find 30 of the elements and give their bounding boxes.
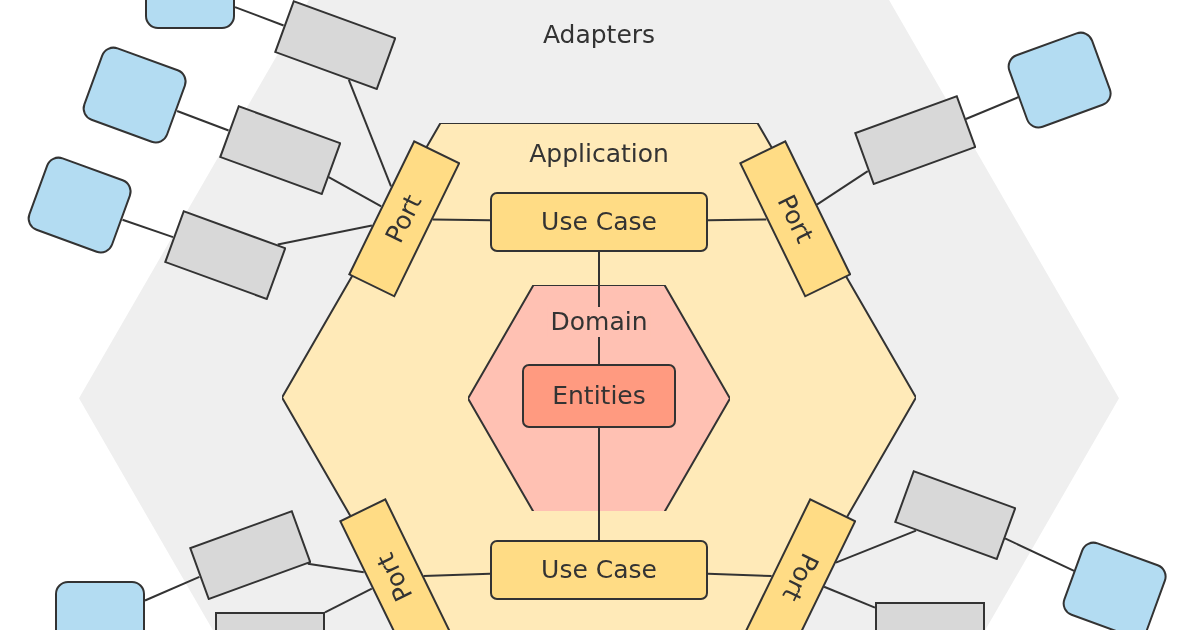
port-box: Port [738, 140, 852, 298]
connector-line [324, 587, 373, 614]
connector-line [823, 585, 876, 609]
use-case-box: Use Case [490, 192, 708, 252]
port-box: Port [338, 498, 452, 630]
connector-line [707, 218, 768, 222]
external-system-box [55, 581, 145, 630]
external-system-box [145, 0, 235, 29]
adapter-box [875, 602, 985, 630]
port-box: Port [347, 140, 461, 298]
connector-line [964, 96, 1020, 120]
adapter-box [215, 612, 325, 630]
connector-line [598, 427, 600, 541]
port-box: Port [743, 498, 857, 630]
use-case-box: Use Case [490, 540, 708, 600]
connector-line [422, 572, 491, 577]
connector-line [276, 224, 373, 246]
connector-line [176, 110, 230, 132]
connector-line [347, 78, 392, 188]
connector-line [327, 176, 383, 208]
connector-line [306, 562, 365, 574]
connector-line [815, 170, 869, 206]
connector-line [707, 572, 773, 577]
connector-line [431, 218, 491, 222]
connector-line [121, 218, 174, 239]
connector-line [234, 6, 285, 27]
connector-line [144, 575, 201, 602]
connector-line [1004, 537, 1076, 572]
entity-box: Entities [522, 363, 676, 428]
connector-line [834, 529, 917, 564]
